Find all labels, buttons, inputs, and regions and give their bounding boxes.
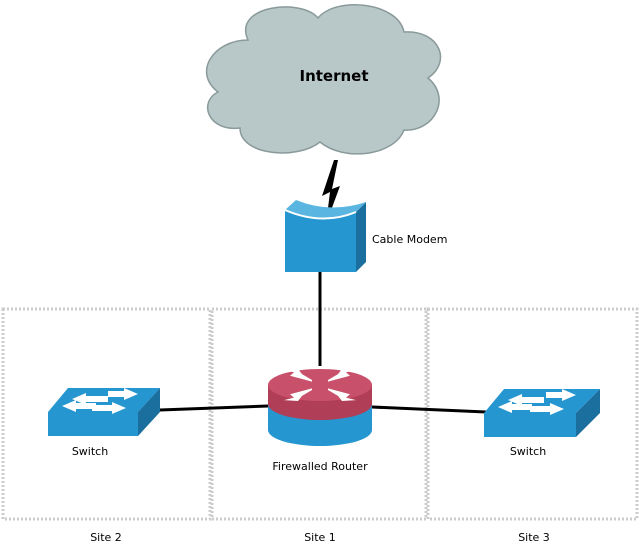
internet-label: Internet: [299, 67, 368, 85]
router-arrows-icon: [284, 369, 356, 401]
switch-arrows-icon: [498, 389, 576, 415]
internet-cloud: Internet: [205, 4, 442, 155]
switch-arrows-icon: [62, 388, 138, 414]
router: Firewalled Router: [268, 369, 372, 473]
lightning-bolt-icon: [322, 160, 340, 224]
switch-left-label: Switch: [72, 445, 108, 458]
cable-modem-label: Cable Modem: [372, 233, 447, 246]
site-3-boundary: [426, 307, 639, 521]
switch-right-label: Switch: [510, 445, 546, 458]
link-switch-left-router: [159, 404, 269, 412]
switch-right: Switch: [484, 389, 600, 458]
site-1-label: Site 1: [304, 531, 336, 544]
site-3-label: Site 3: [518, 531, 550, 544]
site-2-label: Site 2: [90, 531, 122, 544]
cable-modem: Cable Modem: [284, 200, 447, 272]
switch-left: Switch: [48, 388, 160, 458]
link-router-switch-right: [371, 405, 487, 414]
router-label: Firewalled Router: [272, 460, 368, 473]
site-2-boundary: [1, 307, 212, 521]
